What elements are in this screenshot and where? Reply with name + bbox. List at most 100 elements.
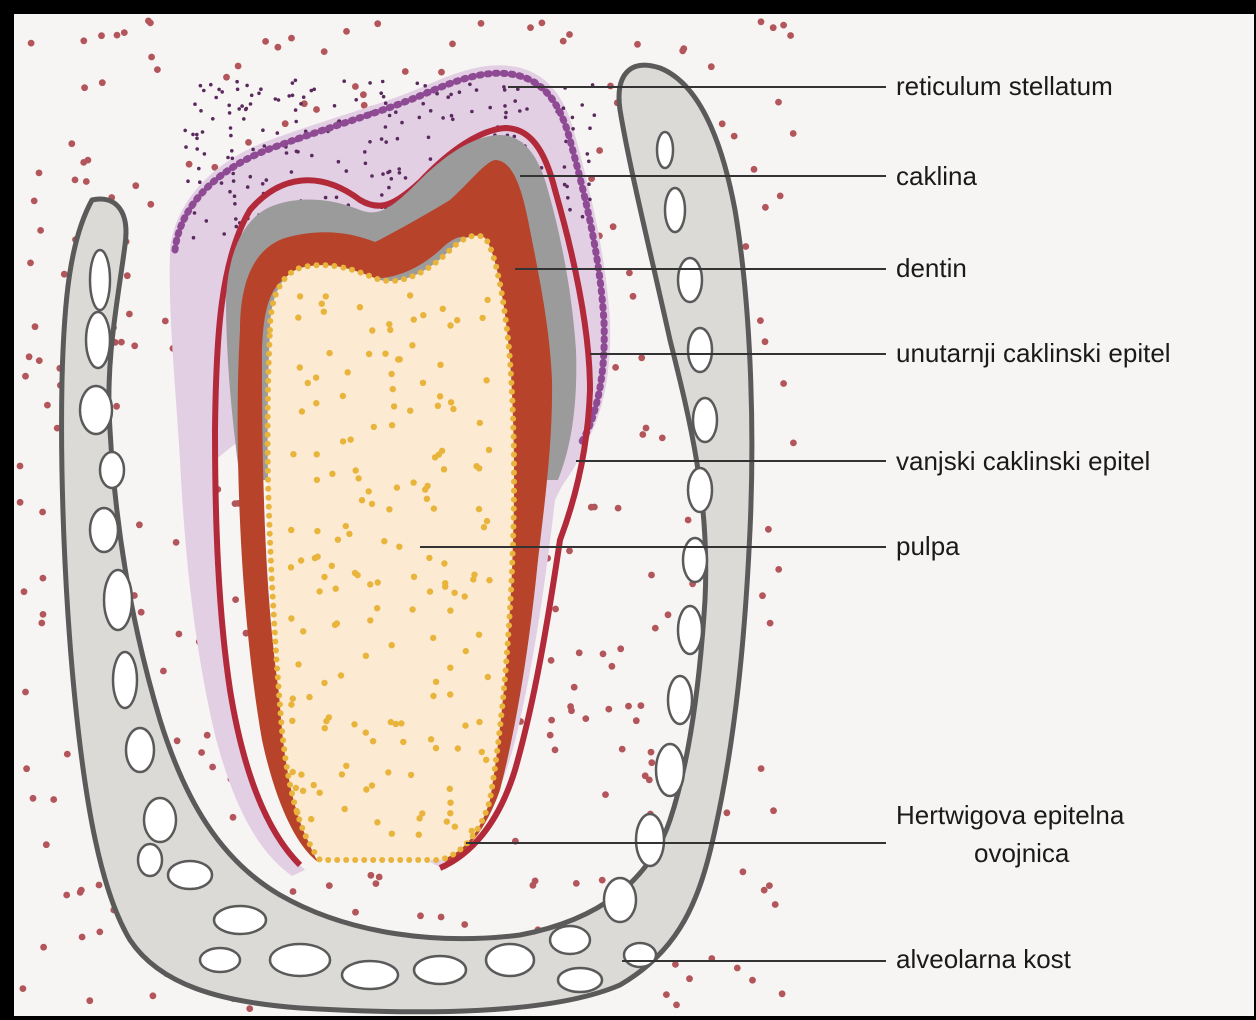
mesenchyme-cell (770, 807, 777, 814)
mesenchyme-cell (22, 689, 29, 696)
odontoblast-cell (509, 569, 515, 575)
odontoblast-cell (358, 270, 364, 276)
pulp-cell (476, 632, 482, 638)
odontoblast-cell (374, 276, 380, 282)
odontoblast-cell (269, 576, 275, 582)
odontoblast-cell (503, 317, 509, 323)
mesenchyme-cell (37, 227, 44, 234)
mesenchyme-cell (262, 38, 269, 45)
stellate-cell (450, 114, 454, 118)
stellate-cell (397, 167, 401, 171)
mesenchyme-cell (600, 651, 607, 658)
pulp-cell (389, 831, 395, 837)
odontoblast-cell (433, 857, 439, 863)
odontoblast-cell (501, 685, 507, 691)
mesenchyme-cell (775, 566, 782, 573)
pulp-cell (321, 309, 327, 315)
odontoblast-cell (314, 262, 320, 268)
label-reticulum-stellatum: reticulum stellatum (896, 71, 1113, 101)
pulp-cell (447, 665, 453, 671)
odontoblast-cell (488, 793, 494, 799)
pulp-cell (388, 371, 394, 377)
mesenchyme-cell (80, 159, 87, 166)
mesenchyme-cell (777, 193, 784, 200)
pulp-cell (430, 635, 436, 641)
stellate-cell (368, 140, 372, 144)
odontoblast-cell (500, 694, 506, 700)
bone-space (342, 961, 398, 989)
pulp-cell (300, 628, 306, 634)
mesenchyme-cell (417, 912, 424, 919)
mesenchyme-cell (780, 380, 787, 387)
pulp-cell (346, 531, 352, 537)
odontoblast-cell (265, 369, 271, 375)
pulp-cell (433, 745, 439, 751)
pulp-cell (321, 574, 327, 580)
odontoblast-cell (266, 360, 272, 366)
pulp-cell (433, 679, 439, 685)
odontoblast-cell (323, 262, 329, 268)
odontoblast-cell (265, 414, 271, 420)
odontoblast-cell (388, 857, 394, 863)
stellate-cell (379, 91, 383, 95)
bone-space (126, 728, 154, 772)
pulp-cell (363, 729, 369, 735)
pulp-cell (394, 484, 400, 490)
odontoblast-cell (433, 260, 439, 266)
pulp-cell (363, 786, 369, 792)
stellate-cell (291, 81, 295, 85)
odontoblast-cell (361, 857, 367, 863)
label-hertwigova-line2: ovojnica (974, 838, 1070, 868)
mesenchyme-cell (573, 880, 580, 887)
mesenchyme-cell (138, 609, 145, 616)
pulp-cell (386, 506, 392, 512)
odontoblast-cell (270, 603, 276, 609)
stellate-cell (229, 126, 233, 130)
bone-space (168, 861, 212, 889)
bone-space (604, 878, 636, 922)
mesenchyme-cell (40, 575, 47, 582)
pulp-cell (481, 524, 487, 530)
bone-space (688, 468, 712, 512)
mesenchyme-cell (591, 504, 598, 511)
odontoblast-cell (303, 833, 309, 839)
mesenchyme-cell (673, 1002, 680, 1009)
odontoblast-cell (270, 300, 276, 306)
mesenchyme-cell (612, 364, 619, 371)
odontoblast-cell (507, 605, 513, 611)
stellate-cell (192, 236, 196, 240)
bone-space (414, 956, 466, 984)
pulp-cell (448, 399, 454, 405)
mesenchyme-cell (633, 717, 640, 724)
stellate-cell (503, 104, 507, 108)
stellate-cell (232, 179, 236, 183)
mesenchyme-cell (121, 29, 128, 36)
pulp-cell (300, 788, 306, 794)
mesenchyme-cell (186, 161, 193, 168)
bone-space (144, 798, 176, 842)
stellate-cell (586, 152, 590, 156)
stellate-cell (380, 193, 384, 197)
mesenchyme-cell (609, 663, 616, 670)
pulp-cell (389, 422, 395, 428)
odontoblast-cell (273, 292, 279, 298)
stellate-cell (384, 140, 388, 144)
odontoblast-cell (276, 692, 282, 698)
odontoblast-cell (271, 612, 277, 618)
stellate-cell (502, 85, 506, 89)
stellate-cell (251, 148, 255, 152)
odontoblast-cell (511, 506, 517, 512)
stellate-cell (387, 186, 391, 190)
mesenchyme-cell (530, 882, 537, 889)
odontoblast-cell (265, 450, 271, 456)
pulp-cell (441, 466, 447, 472)
mesenchyme-cell (360, 91, 367, 98)
pulp-cell (340, 393, 346, 399)
pulp-cell (355, 475, 361, 481)
pulp-cell (409, 606, 415, 612)
stellate-cell (290, 170, 294, 174)
odontoblast-cell (483, 810, 489, 816)
mesenchyme-cell (124, 272, 131, 279)
stellate-cell (246, 185, 250, 189)
